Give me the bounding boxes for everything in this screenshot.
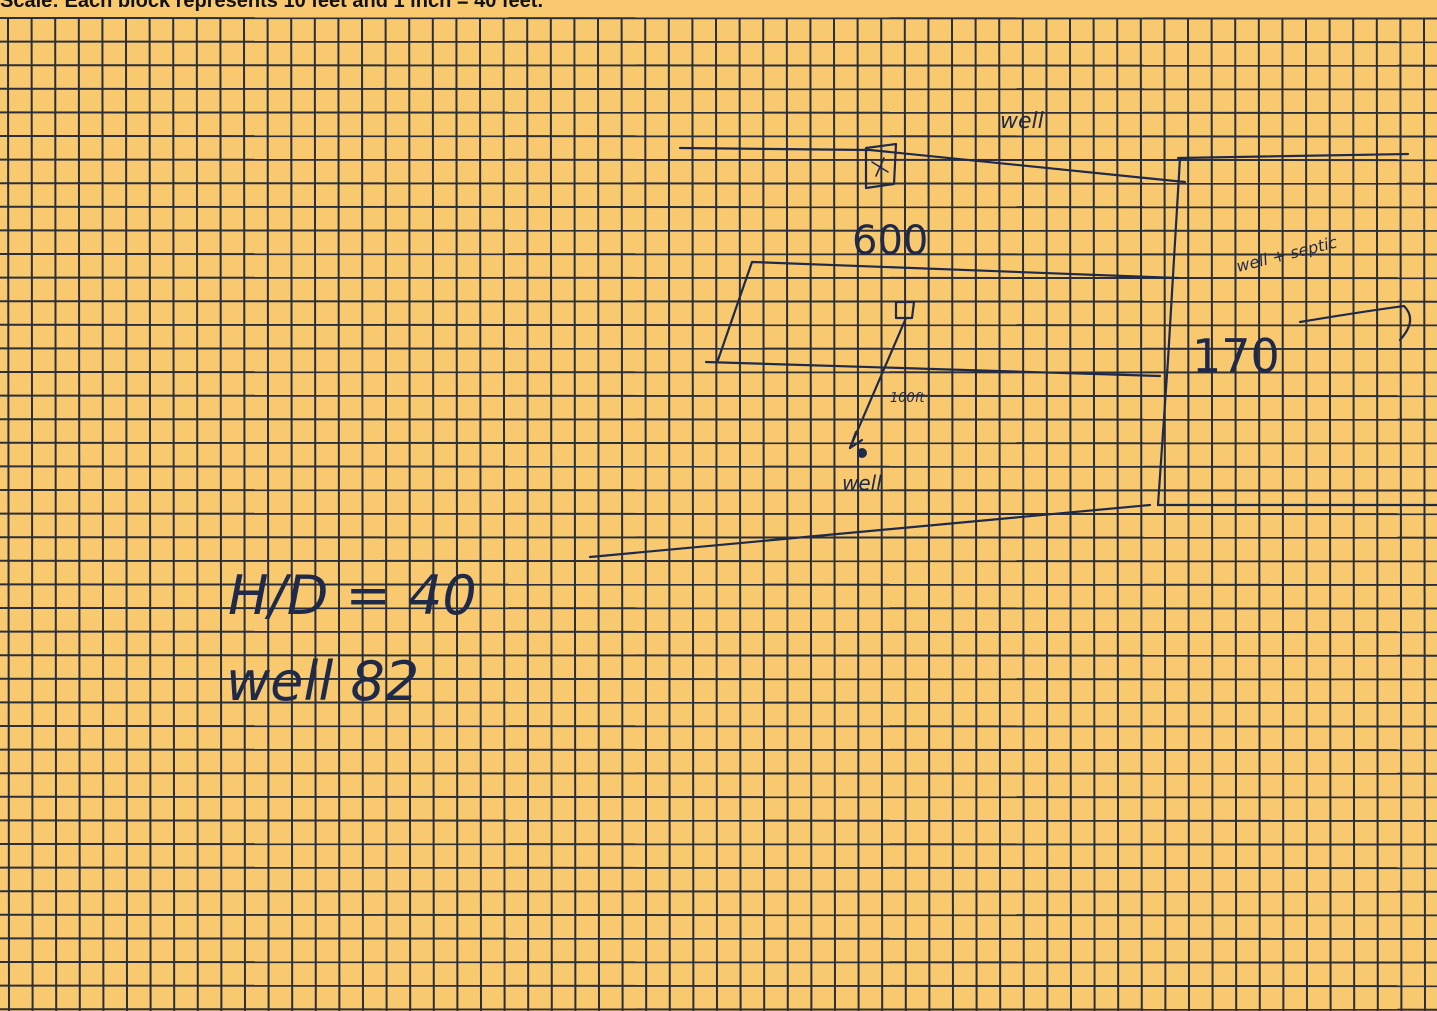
distance-line <box>848 316 908 450</box>
bottom-boundary-line <box>588 503 1152 559</box>
sketch-drawing <box>588 142 1437 559</box>
grid-line-horizontal <box>0 772 1437 775</box>
grid-line-horizontal <box>0 205 1437 209</box>
grid-line-horizontal <box>0 323 1437 327</box>
septic-arrow <box>1298 304 1412 342</box>
grid-line-horizontal <box>0 583 1437 586</box>
grid-line-horizontal <box>0 512 1437 516</box>
grid-line-horizontal <box>0 182 1437 185</box>
grid-line-horizontal <box>0 300 1437 303</box>
grid-line-horizontal <box>0 40 1437 44</box>
scale-note: Scale: Each block represents 10 feet and… <box>0 0 544 12</box>
right-boundary-line <box>1176 152 1410 160</box>
grid-line-horizontal <box>0 229 1437 232</box>
grid-line-horizontal <box>0 87 1437 91</box>
top-well-box <box>864 142 898 190</box>
grid-line-horizontal <box>0 937 1437 940</box>
lagoon-width-label: 170 <box>1192 329 1280 383</box>
bottom-well-label: well <box>842 471 882 495</box>
grid-line-horizontal <box>0 795 1437 799</box>
grid-line-horizontal <box>0 961 1437 964</box>
grid-line-horizontal <box>0 64 1437 67</box>
grid-line-horizontal <box>0 418 1437 421</box>
grid-line-horizontal <box>0 913 1437 917</box>
grid-line-horizontal <box>0 465 1437 468</box>
lagoon-length-label: 600 <box>852 218 928 264</box>
top-well-label: well <box>1000 109 1044 134</box>
grid-line-horizontal <box>0 441 1437 445</box>
grid-line-horizontal <box>0 748 1437 752</box>
grid-line-horizontal <box>0 253 1437 256</box>
grid-lines <box>0 17 1437 1011</box>
grid-line-horizontal <box>0 158 1437 162</box>
grid-line-horizontal <box>0 984 1437 988</box>
grid-line-horizontal <box>0 371 1437 374</box>
grid-line-horizontal <box>0 276 1437 280</box>
grid-line-horizontal <box>0 843 1437 846</box>
grid-line-horizontal <box>0 677 1437 681</box>
grid-line-horizontal <box>0 394 1437 398</box>
grid-line-horizontal <box>0 111 1437 114</box>
bottom-well-dot <box>857 448 867 458</box>
grid-line-horizontal <box>0 559 1437 563</box>
grid-line-horizontal <box>0 1008 1437 1011</box>
grid-line-horizontal <box>0 866 1437 870</box>
grid-line-horizontal <box>0 890 1437 893</box>
grid-line-horizontal <box>0 17 1437 20</box>
grid-line-horizontal <box>0 347 1437 350</box>
grid-line-horizontal <box>0 536 1437 539</box>
grid-line-horizontal <box>0 135 1437 138</box>
grid-line-horizontal <box>0 489 1437 492</box>
grid-line-horizontal <box>0 701 1437 704</box>
note-line-2: well 82 <box>226 650 419 713</box>
grid-line-horizontal <box>0 654 1437 657</box>
grid-line-horizontal <box>0 819 1437 822</box>
distance-label: 100ft <box>890 391 925 406</box>
top-boundary-line <box>678 146 1187 184</box>
grid-line-horizontal <box>0 607 1437 610</box>
note-line-1: H/D = 40 <box>228 564 477 627</box>
house-marker <box>894 300 916 320</box>
grid-line-horizontal <box>0 630 1437 634</box>
grid-line-horizontal <box>0 725 1437 728</box>
lagoon-outline <box>704 260 1180 378</box>
